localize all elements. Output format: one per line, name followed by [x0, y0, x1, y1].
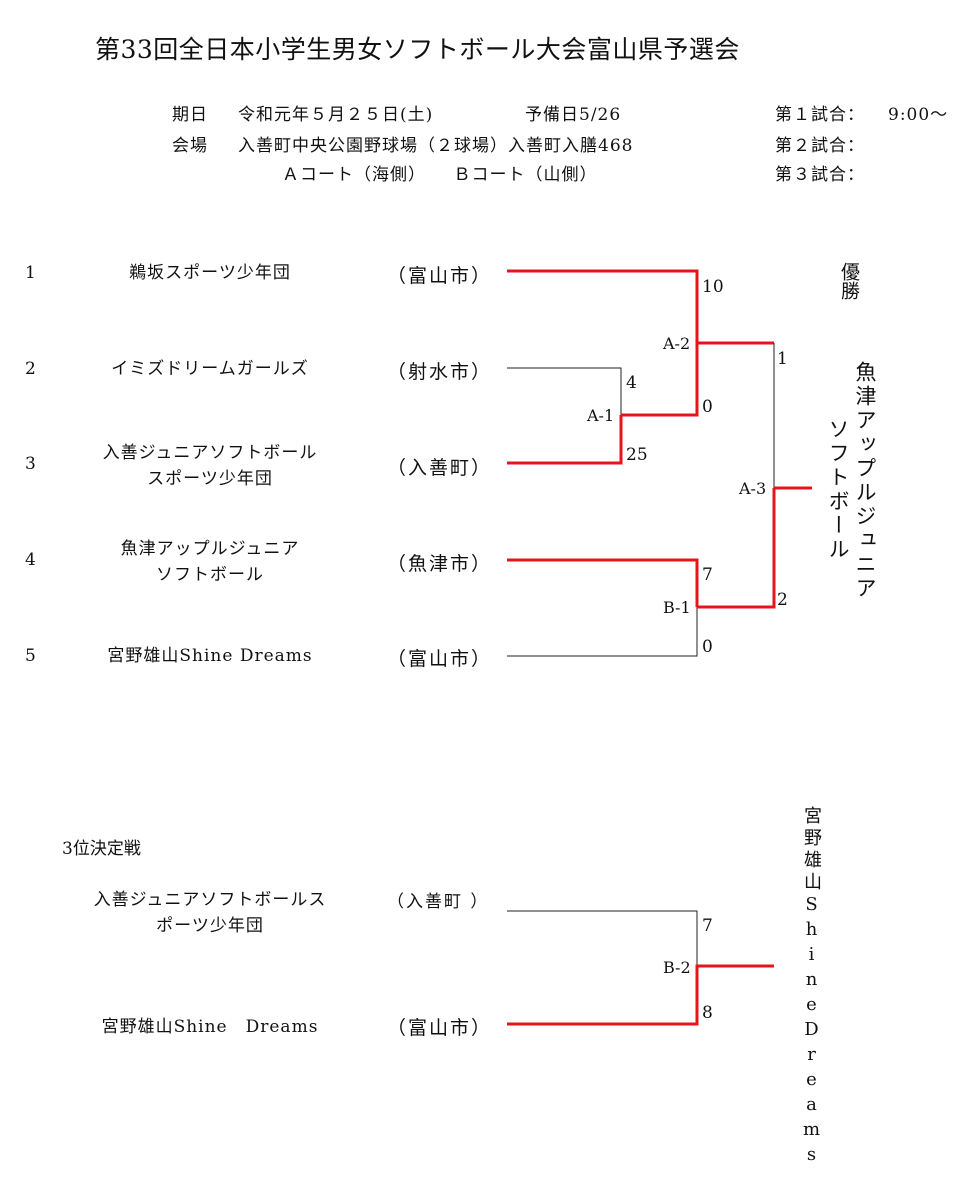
champion-name-col2: ソフトボール — [826, 418, 850, 562]
line-team3-win — [507, 415, 623, 465]
team-city-2: （射水市） — [387, 361, 493, 383]
seed-number: 1 — [25, 263, 36, 283]
line-third-team1 — [507, 910, 698, 966]
line-team5 — [507, 607, 698, 657]
team-name-5: 宮野雄山Shine Dreams — [107, 646, 313, 666]
score-b1-top: 7 — [702, 565, 713, 585]
third-place-title: 3位決定戦 — [62, 839, 141, 859]
line-a1-winner — [621, 343, 699, 417]
champion-label: 優勝 — [838, 262, 860, 300]
score-a3-bottom: 2 — [777, 590, 788, 610]
line-b1-winner — [697, 488, 776, 609]
court-info: Ａコート（海側） Ｂコート（山側） — [282, 165, 598, 185]
score-b2-top: 7 — [702, 916, 713, 936]
score-a1-top: 4 — [626, 373, 637, 393]
venue-value: 入善町中央公園野球場（２球場）入善町入膳468 — [238, 136, 634, 156]
team-city-1: （富山市） — [387, 265, 493, 287]
team-name-1: 鵜坂スポーツ少年団 — [129, 263, 291, 283]
match-code-a1: A-1 — [587, 406, 615, 425]
line-team1-win — [507, 269, 699, 343]
match-code-b1: B-1 — [663, 598, 691, 617]
third-team-name-1: 入善ジュニアソフトボールス ポーツ少年団 — [93, 890, 327, 936]
line-third-team2-win — [507, 964, 774, 1026]
schedule-label-3: 第３試合： — [775, 165, 865, 185]
team-city-3: （入善町） — [387, 457, 493, 479]
seed-number: 4 — [25, 550, 36, 570]
third-place-winner: 宮野雄山ShineDreams — [801, 806, 822, 1169]
seed-number: 5 — [25, 646, 36, 666]
venue-label: 会場 — [172, 136, 208, 156]
team-city-5: （富山市） — [387, 648, 493, 670]
schedule-label-1: 第１試合： — [775, 105, 865, 125]
third-team-city-1: （入善町 ） — [387, 892, 490, 912]
schedule-label-2: 第２試合： — [775, 136, 865, 156]
score-b1-bottom: 0 — [702, 637, 713, 657]
match-code-b2: B-2 — [663, 958, 691, 977]
seed-number: 2 — [25, 359, 36, 379]
date-label: 期日 — [172, 105, 208, 125]
team-city-4: （魚津市） — [387, 553, 493, 575]
reserve-date: 予備日5/26 — [525, 105, 622, 125]
match-code-a3: A-3 — [739, 479, 767, 498]
score-a2-bottom: 0 — [702, 397, 713, 417]
score-b2-bottom: 8 — [702, 1003, 713, 1023]
schedule-time-1: 9:00～ — [888, 105, 949, 125]
score-a3-top: 1 — [777, 349, 788, 369]
seed-number: 3 — [25, 454, 36, 474]
line-team4-win — [507, 558, 699, 607]
line-team2 — [507, 367, 622, 415]
third-team-name-2: 宮野雄山Shine Dreams — [101, 1017, 319, 1037]
page-title: 第33回全日本小学生男女ソフトボール大会富山県予選会 — [95, 35, 740, 64]
champion-name-col1: 魚津アップルジュニア — [853, 361, 877, 601]
third-team-city-2: （富山市） — [387, 1017, 493, 1039]
date-value: 令和元年５月２５日(土) — [238, 105, 434, 125]
score-a2-top: 10 — [702, 277, 724, 297]
team-name-2: イミズドリームガールズ — [111, 359, 309, 379]
match-code-a2: A-2 — [663, 334, 691, 353]
team-name-3: 入善ジュニアソフトボール スポーツ少年団 — [102, 443, 318, 489]
team-name-4: 魚津アップルジュニア ソフトボール — [120, 539, 300, 585]
score-a1-bottom: 25 — [626, 445, 648, 465]
